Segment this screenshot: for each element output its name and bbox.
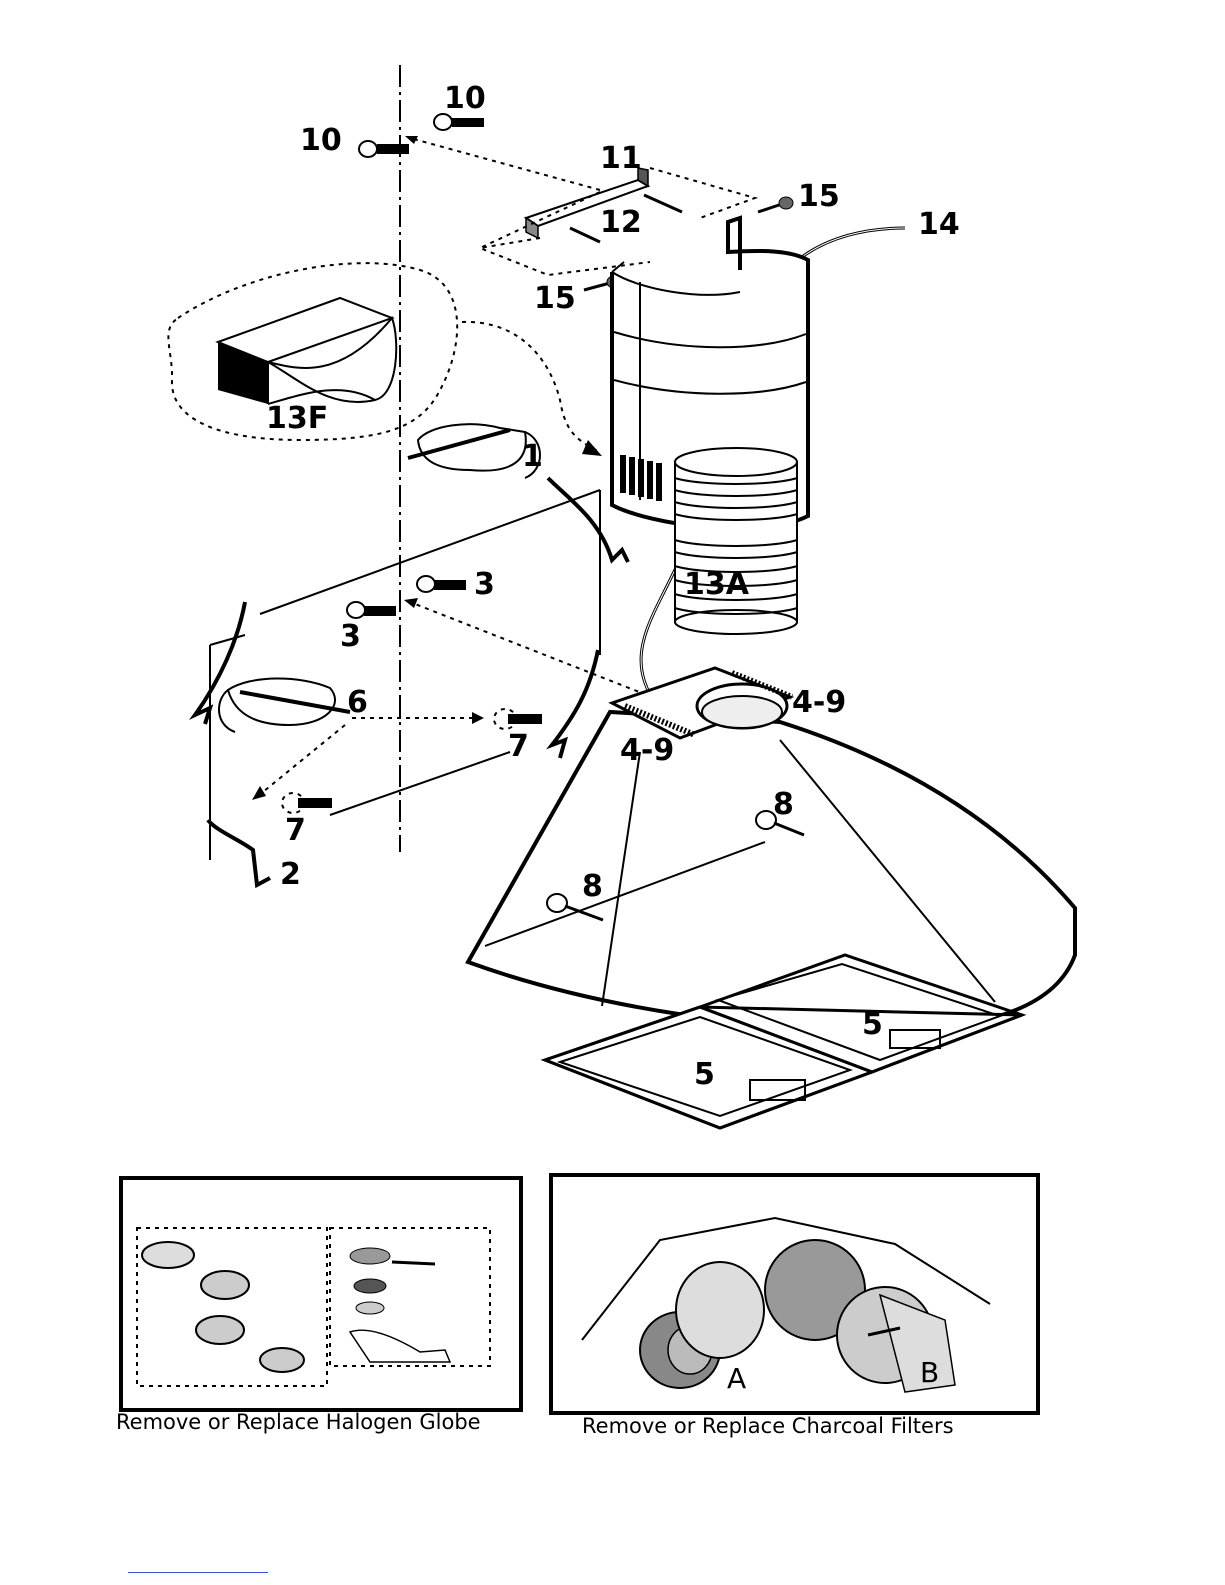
caption-halogen: Remove or Replace Halogen Globe bbox=[116, 1410, 481, 1434]
callout-7-right: 7 bbox=[508, 729, 529, 764]
inset-halogen bbox=[121, 1178, 521, 1410]
inset-charcoal: A B bbox=[551, 1175, 1038, 1413]
callout-14: 14 bbox=[918, 207, 960, 242]
plug-3-lower bbox=[347, 602, 396, 618]
callout-5-right: 5 bbox=[862, 1007, 883, 1042]
callout-12: 12 bbox=[600, 205, 642, 240]
bolt-10-lower bbox=[359, 141, 409, 157]
screw-15-upper bbox=[758, 197, 793, 212]
callout-15-lower: 15 bbox=[534, 281, 576, 316]
callout-11: 11 bbox=[600, 141, 642, 176]
callout-2: 2 bbox=[280, 857, 301, 892]
plug-7-left bbox=[282, 793, 332, 813]
recirc-kit-13F bbox=[218, 298, 396, 404]
plug-7-right bbox=[494, 709, 542, 729]
callout-4-9-right: 4-9 bbox=[792, 685, 846, 720]
callout-8-lower: 8 bbox=[582, 869, 603, 904]
callout-10-upper: 10 bbox=[444, 81, 486, 116]
caption-charcoal: Remove or Replace Charcoal Filters bbox=[582, 1414, 954, 1438]
callout-5-left: 5 bbox=[694, 1057, 715, 1092]
inset-label-a: A bbox=[727, 1362, 746, 1395]
callout-13A: 13A bbox=[684, 567, 750, 602]
plug-7-line bbox=[330, 752, 510, 815]
callout-3-upper: 3 bbox=[474, 567, 495, 602]
hand-pencil-1 bbox=[408, 424, 540, 478]
bolt-10-upper bbox=[434, 114, 484, 130]
plug-3-upper bbox=[417, 576, 466, 592]
callout-13F: 13F bbox=[266, 401, 328, 436]
callout-7-left: 7 bbox=[285, 813, 306, 848]
leader-10 bbox=[410, 138, 600, 190]
leader-6 bbox=[258, 718, 480, 796]
flex-duct-13A bbox=[675, 448, 797, 634]
footer-link-underline[interactable] bbox=[128, 1572, 268, 1573]
hand-pencil-6 bbox=[219, 678, 350, 732]
callout-4-9-left: 4-9 bbox=[620, 733, 674, 768]
callout-6: 6 bbox=[347, 685, 368, 720]
callout-1: 1 bbox=[522, 439, 543, 474]
callout-15-upper: 15 bbox=[798, 179, 840, 214]
callout-8-upper: 8 bbox=[773, 787, 794, 822]
callout-10-lower: 10 bbox=[300, 123, 342, 158]
callout-3-lower: 3 bbox=[340, 619, 361, 654]
inset-label-b: B bbox=[920, 1356, 939, 1389]
